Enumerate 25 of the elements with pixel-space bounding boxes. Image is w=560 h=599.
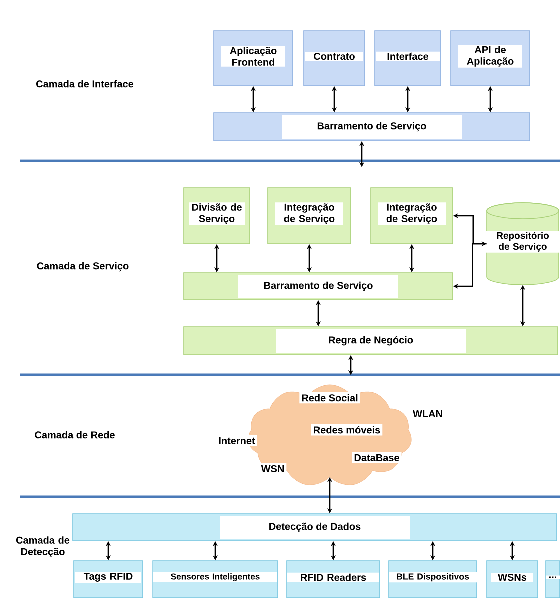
process-box: RFID Readers [286, 560, 380, 598]
node-label: WLAN [413, 410, 442, 418]
process-box: API de Aplicação [450, 30, 530, 86]
process-box: Tags RFID [74, 560, 144, 598]
process-box: Integração de Serviço [268, 188, 352, 244]
bus-bar: Detecção de Dados [72, 514, 558, 542]
process-box: Contrato [304, 30, 366, 86]
layer-label: Camada de Serviço [37, 262, 129, 272]
bus-bar: Barramento de Serviço [214, 112, 530, 142]
process-box: WSNs [486, 560, 538, 598]
bus-bar: Regra de Negócio [184, 326, 558, 356]
layer-label: Camada de Detecção [16, 536, 70, 558]
process-box: Interface [374, 30, 442, 86]
network-cloud: Rede Social WLAN Redes móveis Internet DataBase WSN [216, 384, 445, 486]
process-box: BLE Dispositivos [388, 560, 478, 598]
bus-bar: Barramento de Serviço [184, 272, 454, 300]
process-box: ... [546, 560, 560, 598]
repository-cylinder: Repositório de Serviço [485, 202, 560, 286]
process-box: Sensores Inteligentes [152, 560, 278, 598]
layer-label: Camada de Rede [35, 431, 115, 439]
node-label: Internet [219, 438, 256, 444]
process-box: Divisão de Serviço [184, 188, 250, 244]
process-box: Integração de Serviço [370, 188, 454, 244]
process-box: Aplicação Frontend [214, 30, 294, 86]
layer-label: Camada de Interface [36, 80, 134, 88]
